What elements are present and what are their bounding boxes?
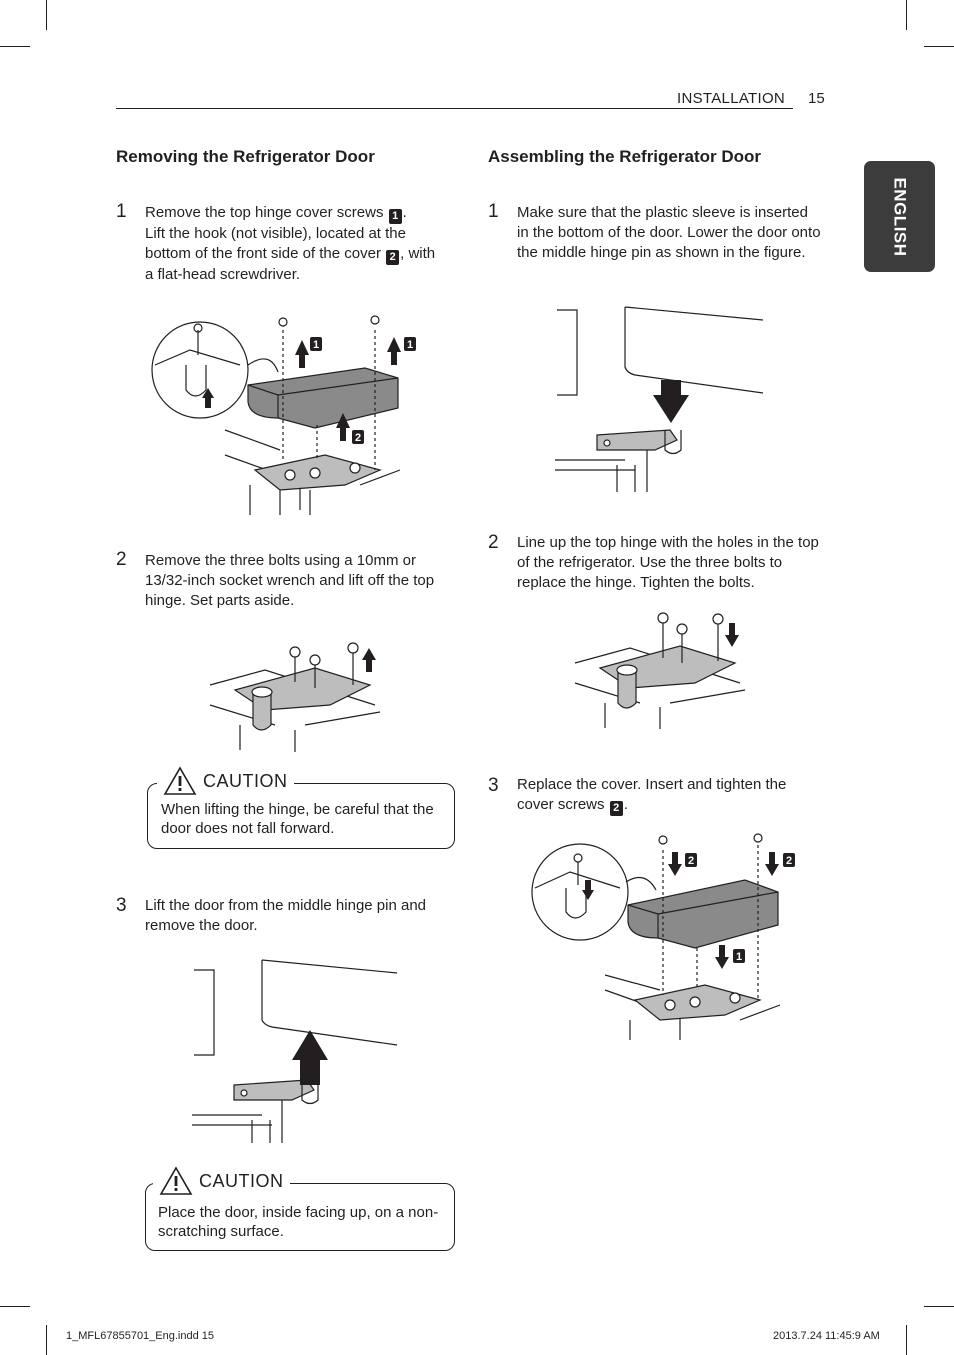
- crop-mark: [924, 46, 954, 47]
- figure-lift-door: [192, 959, 398, 1143]
- step-number: 1: [488, 201, 499, 222]
- figure-replace-hinge: [574, 612, 746, 729]
- left-step2-text: Remove the three bolts using a 10mm or 1…: [145, 552, 435, 609]
- left-section-title: Removing the Refrigerator Door: [116, 147, 375, 166]
- figure-label: 1: [313, 339, 319, 351]
- footer-timestamp: 2013.7.24 11:45:9 AM: [773, 1330, 880, 1342]
- figure-replace-cover: 2 2 1: [531, 833, 795, 1040]
- caution-title: CAUTION: [203, 770, 288, 791]
- section-title: INSTALLATION: [677, 90, 786, 107]
- left-step3-text: Lift the door from the middle hinge pin …: [145, 897, 427, 934]
- figure-label: 2: [355, 432, 361, 444]
- step-number: 3: [488, 775, 499, 796]
- crop-mark: [0, 1306, 30, 1307]
- text-run: , with a flat-head screwdriver.: [145, 245, 436, 283]
- page-number: 15: [808, 90, 825, 107]
- right-section-title: Assembling the Refrigerator Door: [488, 147, 761, 166]
- figure-label: 2: [786, 855, 792, 867]
- step-number: 2: [488, 532, 499, 553]
- footer-file-name: 1_MFL67855701_Eng.indd 15: [66, 1330, 215, 1342]
- caution-text: Place the door, inside facing up, on a n…: [158, 1204, 439, 1240]
- text-run: Lift the hook (not visible), located at …: [145, 225, 406, 262]
- caution-heading: CAUTION: [153, 1166, 290, 1196]
- text-run: .: [402, 204, 407, 221]
- figure-remove-cover: 1 1 2: [151, 315, 416, 515]
- header-rule: [116, 108, 793, 109]
- warning-icon: [163, 766, 197, 795]
- caution-box: [147, 783, 455, 849]
- crop-mark: [924, 1306, 954, 1307]
- crop-mark: [906, 0, 907, 30]
- warning-icon: [159, 1166, 193, 1195]
- language-tab-label-wrap: ENGLISH: [864, 161, 935, 272]
- step-number: 3: [116, 895, 127, 916]
- text-run: .: [623, 796, 628, 813]
- figure-label: 2: [688, 855, 694, 867]
- caution-text: When lifting the hinge, be careful that …: [161, 801, 434, 837]
- crop-mark: [46, 0, 47, 30]
- figure-label: 1: [407, 339, 413, 351]
- language-tab-label: ENGLISH: [890, 176, 910, 257]
- step-number: 2: [116, 549, 127, 570]
- caution-heading: CAUTION: [157, 766, 294, 796]
- right-step3-text: Replace the cover. Insert and tighten th…: [517, 775, 822, 816]
- caution-box: [145, 1183, 455, 1251]
- callout-badge: 2: [609, 801, 623, 816]
- figure-remove-bolts: [209, 642, 381, 752]
- left-step1-text: Remove the top hinge cover screws 1. Lift…: [145, 203, 445, 285]
- crop-mark: [46, 1325, 47, 1355]
- language-tab: [864, 161, 935, 272]
- right-step1-text: Make sure that the plastic sleeve is ins…: [517, 204, 821, 261]
- text-run: Remove the top hinge cover screws: [145, 204, 388, 221]
- callout-badge: 1: [388, 209, 402, 224]
- callout-badge: 2: [386, 250, 400, 265]
- crop-mark: [0, 46, 30, 47]
- crop-mark: [906, 1325, 907, 1355]
- figure-label: 1: [736, 951, 742, 963]
- text-run: Replace the cover. Insert and tighten th…: [517, 776, 787, 813]
- caution-title: CAUTION: [199, 1170, 284, 1191]
- figure-lower-door: [555, 306, 764, 492]
- step-number: 1: [116, 201, 127, 222]
- right-step2-text: Line up the top hinge with the holes in …: [517, 534, 819, 591]
